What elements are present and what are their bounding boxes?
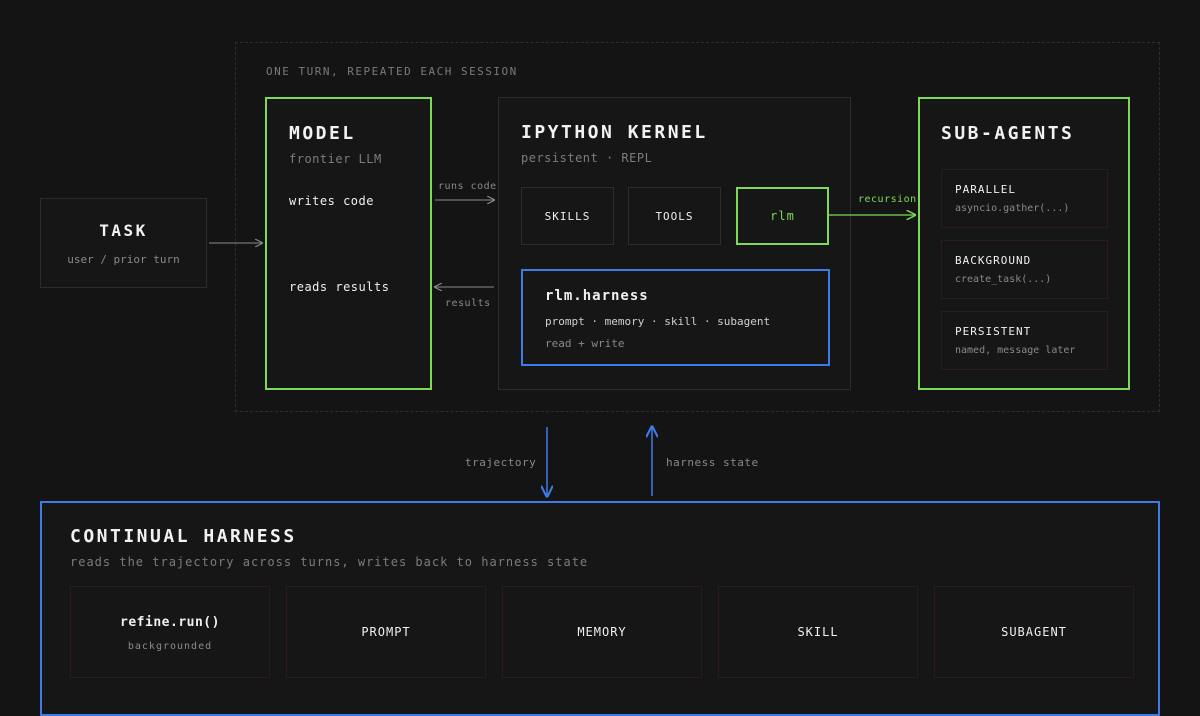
subagents-box[interactable]: SUB-AGENTS PARALLEL asyncio.gather(...) … <box>918 97 1130 390</box>
kernel-subtitle: persistent · REPL <box>521 151 653 165</box>
refine-run-card[interactable]: refine.run() backgrounded <box>70 586 270 678</box>
skill-card[interactable]: SKILL <box>718 586 918 678</box>
subagent-background-name: BACKGROUND <box>955 254 1032 267</box>
continual-harness-title: CONTINUAL HARNESS <box>70 526 297 547</box>
subagents-title: SUB-AGENTS <box>941 123 1075 144</box>
model-box[interactable]: MODEL frontier LLM writes code reads res… <box>265 97 432 390</box>
memory-card[interactable]: MEMORY <box>502 586 702 678</box>
task-box[interactable]: TASK user / prior turn <box>40 198 207 288</box>
subagent-background-detail: create_task(...) <box>955 274 1052 285</box>
prompt-card[interactable]: PROMPT <box>286 586 486 678</box>
kernel-box[interactable]: IPYTHON KERNEL persistent · REPL SKILLS … <box>498 97 851 390</box>
connector-arrows <box>209 0 1200 701</box>
rlm-chip[interactable]: rlm <box>736 187 829 245</box>
subagent-persistent-name: PERSISTENT <box>955 325 1032 338</box>
subagent-persistent-card[interactable]: PERSISTENT named, message later <box>941 311 1108 370</box>
model-subtitle: frontier LLM <box>289 152 382 166</box>
results-label: results <box>445 298 491 309</box>
subagent-card[interactable]: SUBAGENT <box>934 586 1134 678</box>
model-title: MODEL <box>289 123 356 144</box>
recursion-label: recursion <box>858 194 917 205</box>
subagent-parallel-name: PARALLEL <box>955 183 1016 196</box>
session-caption: ONE TURN, REPEATED EACH SESSION <box>266 65 518 78</box>
model-writes-code: writes code <box>289 194 374 208</box>
kernel-title: IPYTHON KERNEL <box>521 122 708 143</box>
skills-chip[interactable]: SKILLS <box>521 187 614 245</box>
subagent-persistent-detail: named, message later <box>955 345 1076 356</box>
rlm-harness-box[interactable]: rlm.harness prompt · memory · skill · su… <box>521 269 830 366</box>
session-frame <box>235 42 1160 412</box>
refine-run-title: refine.run() <box>120 615 220 630</box>
rlm-harness-items: prompt · memory · skill · subagent <box>545 315 771 328</box>
task-subtitle: user / prior turn <box>67 253 180 266</box>
rlm-harness-mode: read + write <box>545 337 625 350</box>
subagent-parallel-detail: asyncio.gather(...) <box>955 203 1070 214</box>
trajectory-label: trajectory <box>465 456 537 469</box>
task-title: TASK <box>99 221 148 240</box>
continual-harness-subtitle: reads the trajectory across turns, write… <box>70 555 589 569</box>
rlm-harness-title: rlm.harness <box>545 288 649 304</box>
continual-harness-box[interactable]: CONTINUAL HARNESS reads the trajectory a… <box>40 501 1160 716</box>
harness-state-label: harness state <box>666 456 759 469</box>
tools-chip[interactable]: TOOLS <box>628 187 721 245</box>
runs-code-label: runs code <box>438 181 497 192</box>
subagent-background-card[interactable]: BACKGROUND create_task(...) <box>941 240 1108 299</box>
subagent-parallel-card[interactable]: PARALLEL asyncio.gather(...) <box>941 169 1108 228</box>
refine-run-detail: backgrounded <box>127 641 213 652</box>
model-reads-results: reads results <box>289 280 390 294</box>
